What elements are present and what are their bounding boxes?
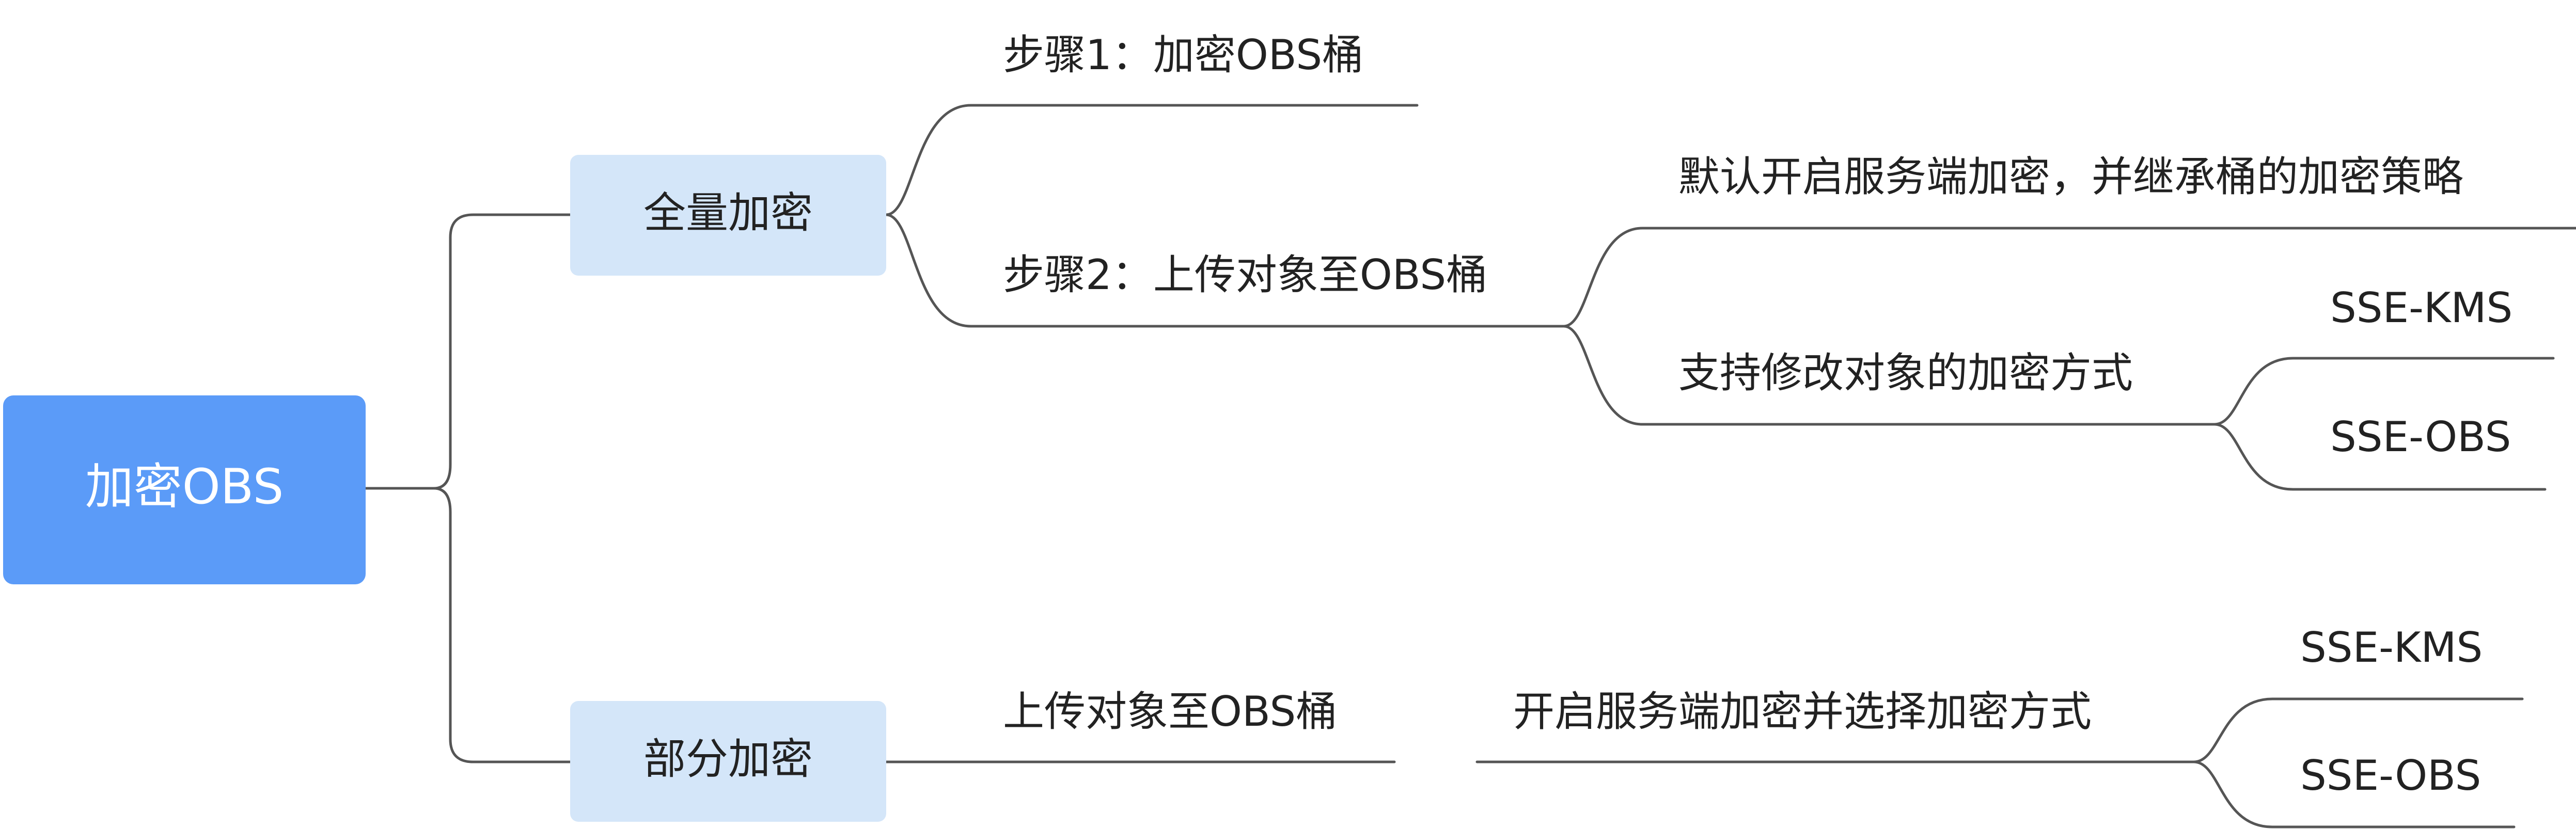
node-step1[interactable]: 步骤1：加密OBS桶 (1003, 31, 1363, 79)
connector-step2-to-default (1562, 227, 2576, 328)
node-enable-and-select-method[interactable]: 开启服务端加密并选择加密方式 (1513, 688, 2092, 736)
node-full-sse-obs[interactable]: SSE-OBS (2330, 413, 2511, 461)
node-full-sse-kms[interactable]: SSE-KMS (2330, 284, 2512, 332)
branch-node-full-encryption-label: 全量加密 (643, 188, 813, 237)
connector-enable-to-kms (2192, 697, 2524, 763)
connector-root-to-full (432, 213, 572, 490)
node-default-inherit-policy[interactable]: 默认开启服务端加密，并继承桶的加密策略 (1678, 153, 2463, 201)
branch-node-full-encryption-box (570, 155, 886, 276)
node-step2[interactable]: 步骤2：上传对象至OBS桶 (1003, 251, 1487, 299)
root-node[interactable]: 加密OBS (3, 395, 366, 584)
connector-step2-to-modify (1562, 325, 2216, 426)
node-partial-sse-kms[interactable]: SSE-KMS (2300, 624, 2483, 672)
root-node-box (3, 395, 366, 584)
connector-root-to-partial (432, 487, 572, 763)
node-partial-sse-obs[interactable]: SSE-OBS (2300, 752, 2481, 800)
connector-full-to-step2 (885, 213, 1565, 328)
node-modify-encryption-method[interactable]: 支持修改对象的加密方式 (1678, 349, 2133, 397)
branch-node-full-encryption[interactable]: 全量加密 (570, 155, 886, 276)
node-partial-upload[interactable]: 上传对象至OBS桶 (1003, 688, 1337, 736)
branch-node-partial-encryption-label: 部分加密 (643, 735, 813, 784)
connector-modify-to-kms (2213, 357, 2555, 426)
connector-full-to-step1 (885, 104, 1419, 216)
connector-lines (364, 104, 2576, 828)
connector-enable-to-obs (2192, 760, 2516, 828)
branch-node-partial-encryption-box (570, 701, 886, 822)
branch-node-partial-encryption[interactable]: 部分加密 (570, 701, 886, 822)
root-node-label: 加密OBS (85, 459, 284, 515)
connector-modify-to-obs (2213, 423, 2547, 491)
